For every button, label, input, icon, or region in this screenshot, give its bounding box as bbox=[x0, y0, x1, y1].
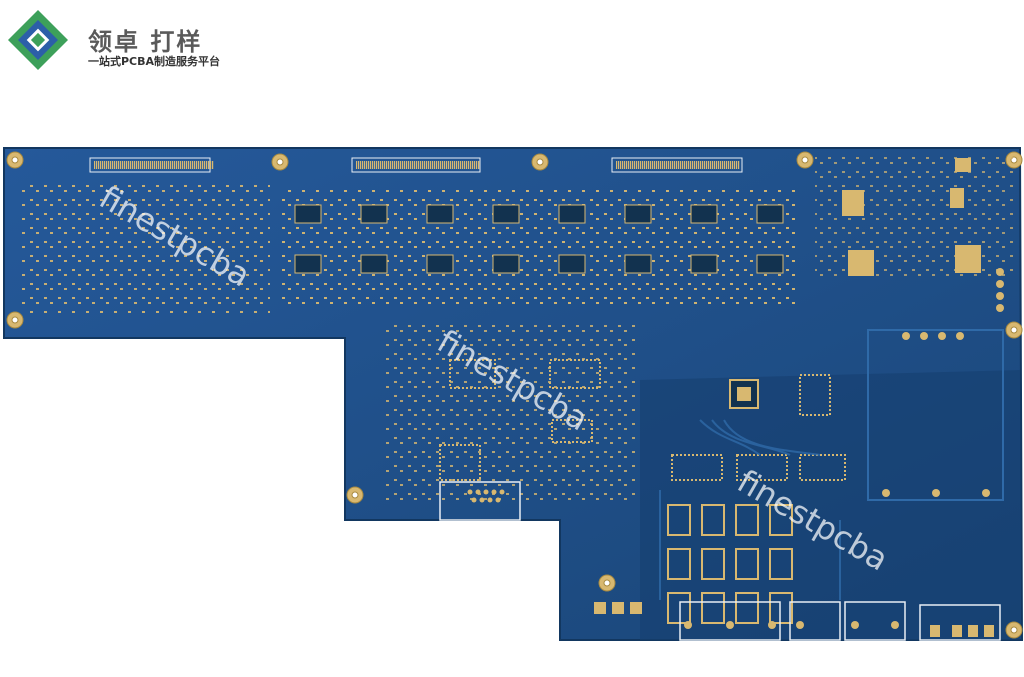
brand-name: 领卓 打样 bbox=[88, 28, 203, 56]
brand-header: 领卓 打样 一站式PCBA制造服务平台 bbox=[6, 8, 306, 78]
brand-tagline: 一站式PCBA制造服务平台 bbox=[88, 55, 221, 68]
brand-logo-icon bbox=[8, 10, 68, 70]
mounting-holes bbox=[6, 151, 1023, 639]
